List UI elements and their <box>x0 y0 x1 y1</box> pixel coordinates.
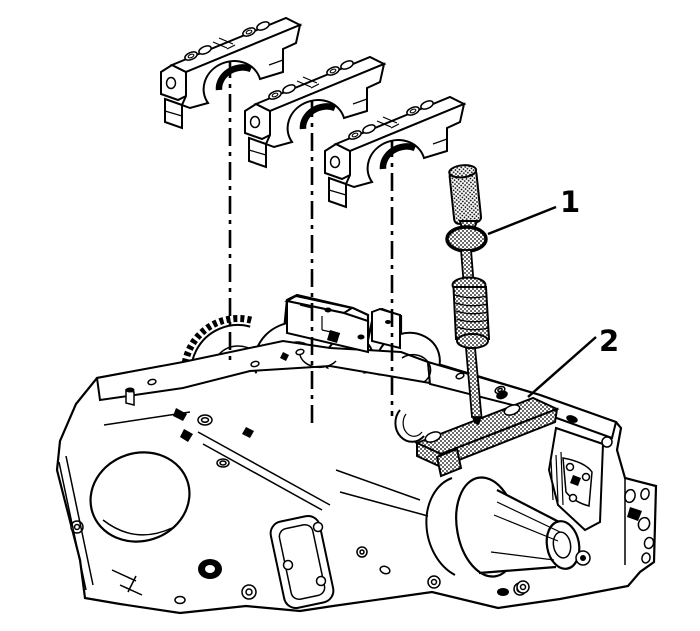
tool-spring-bushing <box>452 286 491 340</box>
front-cover-face <box>58 451 191 596</box>
pump-gasket-face <box>269 514 335 610</box>
installer-tool <box>445 164 491 425</box>
pan-rail-holes <box>174 575 530 605</box>
callout-1-leader <box>487 205 557 236</box>
alignment-lines <box>228 60 394 424</box>
bearing-pedestals <box>284 294 432 383</box>
engine-block <box>55 293 658 615</box>
block-front-face <box>82 365 460 585</box>
callout-2-leader <box>527 336 597 398</box>
tool-knurled-handle <box>448 164 483 225</box>
pulley-arc-inner <box>402 413 423 437</box>
callout-1-label: 1 <box>560 185 580 219</box>
callout-2-label: 2 <box>599 324 619 358</box>
callouts: 1 2 <box>487 185 619 398</box>
rear-mount-boss <box>547 426 613 532</box>
pulley-arc <box>394 409 425 443</box>
crankshaft-rear-flange <box>425 476 591 596</box>
block-face-details <box>103 352 429 600</box>
guide-plate <box>414 390 560 478</box>
rear-face-panel <box>624 478 655 565</box>
tool-washer <box>445 225 488 253</box>
